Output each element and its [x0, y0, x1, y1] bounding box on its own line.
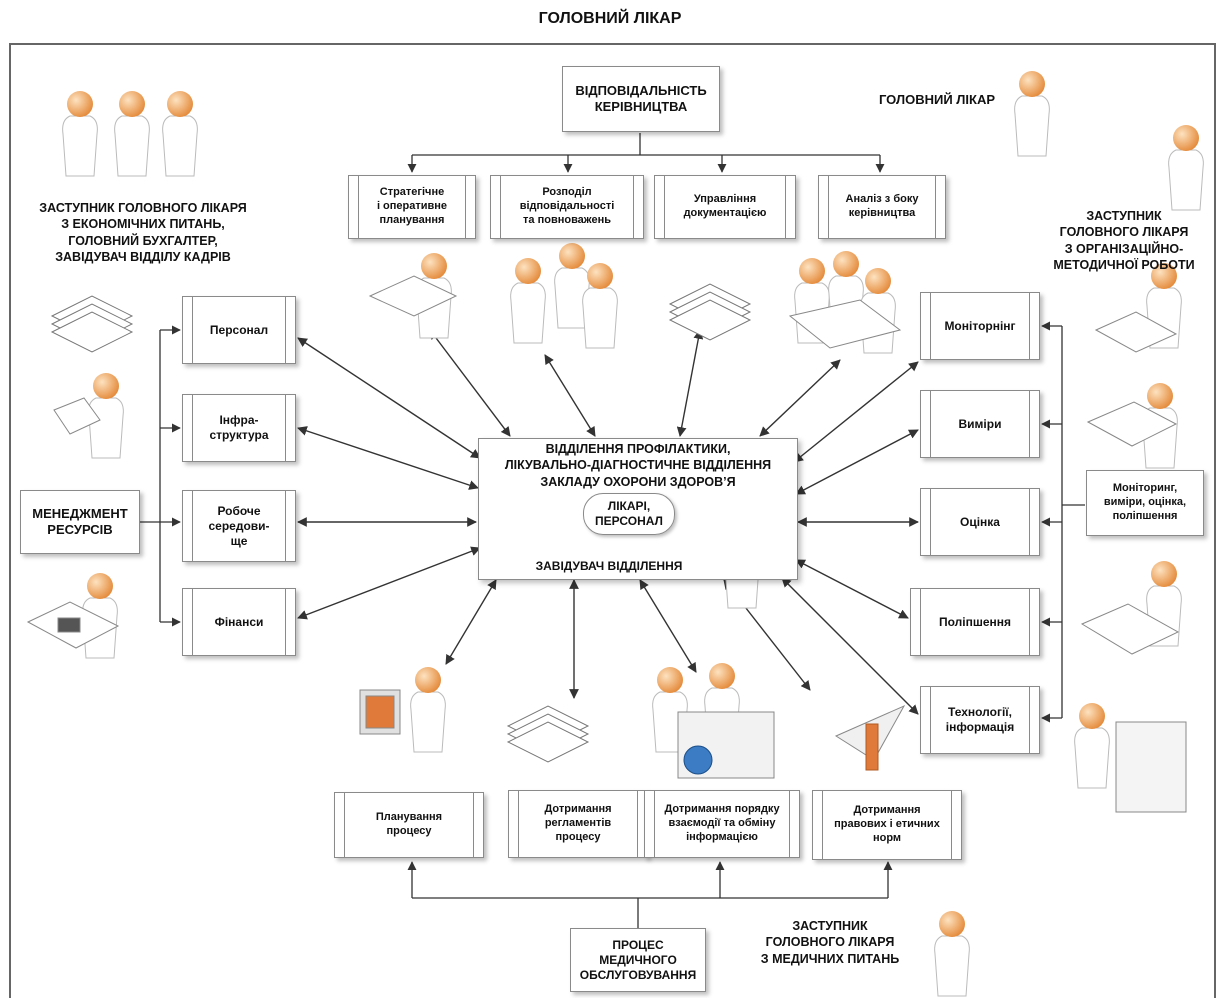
doctors-staff-pill: ЛІКАРІ, ПЕРСОНАЛ — [583, 493, 675, 535]
right-item-monitoring: Моніторнінг — [920, 292, 1040, 360]
role-head-doctor: ГОЛОВНИЙ ЛІКАР — [878, 92, 996, 107]
bottom-item-process-planning: Планування процесу — [334, 792, 484, 858]
frame-line — [9, 43, 1216, 998]
role-deputy-medical: ЗАСТУПНИК ГОЛОВНОГО ЛІКАРЯ З МЕДИЧНИХ ПИ… — [760, 919, 900, 966]
monitoring-summary-box: Моніторинг, виміри, оцінка, поліпшення — [1086, 470, 1204, 536]
right-item-measurements: Виміри — [920, 390, 1040, 458]
bottom-item-interaction-order: Дотримання порядку взаємодії та обміну і… — [644, 790, 800, 858]
top-item-document-management: Управління документацією — [654, 175, 796, 239]
role-deputy-organization: ЗАСТУПНИК ГОЛОВНОГО ЛІКАРЯ З ОРГАНІЗАЦІЙ… — [1053, 209, 1195, 272]
left-item-finance: Фінанси — [182, 588, 296, 656]
prop-illustrations — [26, 275, 1187, 813]
management-responsibility-box: ВІДПОВІДАЛЬНІСТЬ КЕРІВНИЦТВА — [562, 66, 720, 132]
right-item-improvement: Поліпшення — [910, 588, 1040, 656]
top-item-strategic-planning: Стратегічне і оперативне планування — [348, 175, 476, 239]
department-hub-box: ВІДДІЛЕННЯ ПРОФІЛАКТИКИ, ЛІКУВАЛЬНО-ДІАГ… — [478, 438, 798, 580]
right-item-evaluation: Оцінка — [920, 488, 1040, 556]
left-item-work-environment: Робоче середови- ще — [182, 490, 296, 562]
department-head-label: ЗАВІДУВАЧ ВІДДІЛЕННЯ — [535, 559, 683, 573]
right-item-technology: Технології, інформація — [920, 686, 1040, 754]
page-title: ГОЛОВНИЙ ЛІКАР — [538, 10, 682, 27]
bottom-item-legal-ethics: Дотримання правових і етичних норм — [812, 790, 962, 860]
bottom-item-process-regulations: Дотримання регламентів процесу — [508, 790, 648, 858]
top-item-management-review: Аналіз з боку керівництва — [818, 175, 946, 239]
role-deputy-economics: ЗАСТУПНИК ГОЛОВНОГО ЛІКАРЯ З ЕКОНОМІЧНИХ… — [39, 201, 247, 264]
resource-management-box: МЕНЕДЖМЕНТ РЕСУРСІВ — [20, 490, 140, 554]
left-item-personnel: Персонал — [182, 296, 296, 364]
medical-service-process-box: ПРОЦЕС МЕДИЧНОГО ОБСЛУГОВУВАННЯ — [570, 928, 706, 992]
left-item-infrastructure: Інфра- структура — [182, 394, 296, 462]
top-item-responsibility-distribution: Розподіл відповідальності та повноважень — [490, 175, 644, 239]
department-title: ВІДДІЛЕННЯ ПРОФІЛАКТИКИ, ЛІКУВАЛЬНО-ДІАГ… — [504, 442, 772, 489]
